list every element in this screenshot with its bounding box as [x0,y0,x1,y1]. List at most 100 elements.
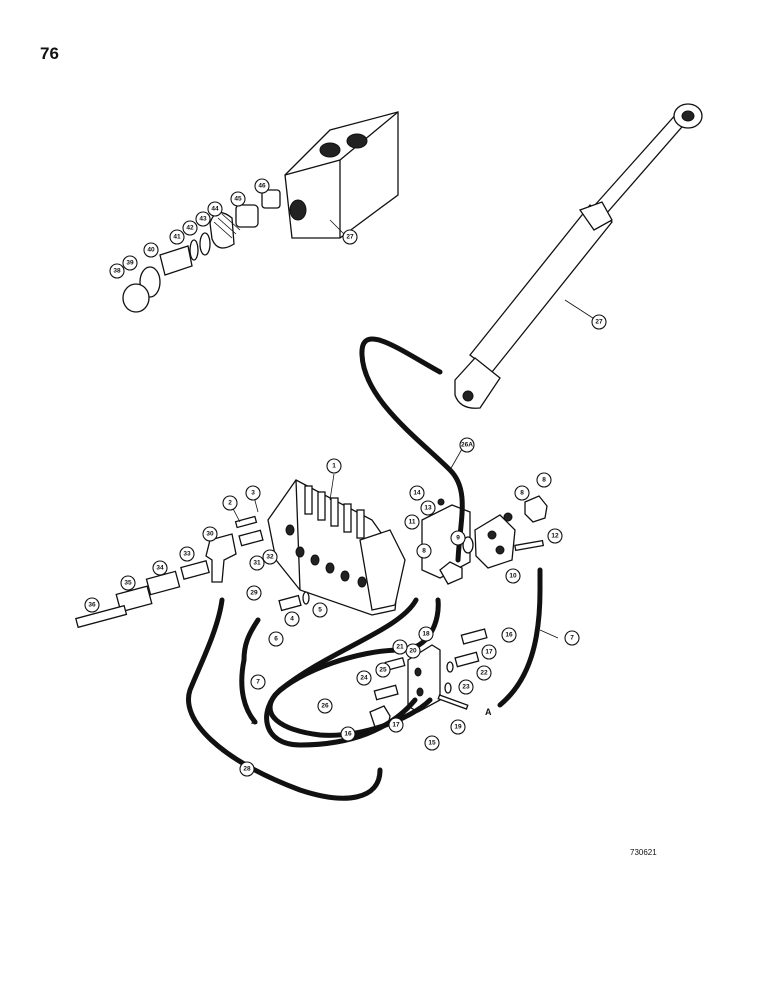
callout-21: 21 [392,639,408,655]
callout-15: 15 [424,735,440,751]
callout-36: 36 [84,597,100,613]
callout-label: 3 [251,490,255,497]
callout-33: 33 [179,546,195,562]
callout-8a: 8 [536,472,552,488]
callout-41: 41 [169,229,185,245]
callout-label: 21 [396,644,404,651]
callout-27b: 27 [591,314,607,330]
callout-5: 5 [312,602,328,618]
callout-23: 23 [458,679,474,695]
callout-11: 11 [404,514,420,530]
callout-31: 31 [249,555,265,571]
callout-38: 38 [109,263,125,279]
callout-29: 29 [246,585,262,601]
callout-22: 22 [476,665,492,681]
callout-10: 10 [505,568,521,584]
callout-label: 10 [509,573,517,580]
callout-13: 13 [420,500,436,516]
callout-12: 12 [547,528,563,544]
relief-valve-with-plate [421,495,548,585]
callout-label: 8 [542,477,546,484]
callout-label: 24 [360,675,368,682]
callout-4: 4 [284,611,300,627]
callout-label: 20 [409,648,417,655]
callout-28: 28 [239,761,255,777]
callout-14: 14 [409,485,425,501]
callout-label: 16 [344,731,352,738]
callout-8b: 8 [514,485,530,501]
callout-17a: 17 [481,644,497,660]
callout-label: 7 [256,679,260,686]
callout-label: 32 [266,554,274,561]
callout-8c: 8 [416,543,432,559]
callout-label: 6 [274,636,278,643]
callout-label: 28 [243,766,251,773]
callout-label: 33 [183,551,191,558]
callout-label: 17 [392,722,400,729]
callout-2: 2 [222,495,238,511]
callout-26: 26 [317,698,333,714]
callout-label: 5 [318,607,322,614]
callout-19: 19 [450,719,466,735]
callout-label: 22 [480,670,488,677]
callout-label: 9 [456,535,460,542]
callout-label: 16 [505,632,513,639]
callout-7a: 7 [250,674,266,690]
callout-6: 6 [268,631,284,647]
callout-35: 35 [120,575,136,591]
callout-label: 14 [413,490,421,497]
callout-30: 30 [202,526,218,542]
callout-label: 34 [156,565,164,572]
callout-27a: 27 [342,229,358,245]
callout-label: 19 [454,724,462,731]
callout-label: 40 [147,247,155,254]
callout-label: 42 [186,225,194,232]
control-valve-bank [75,479,406,629]
callout-45: 45 [230,191,246,207]
callout-44: 44 [207,201,223,217]
callout-label: 31 [253,560,261,567]
callout-26a: 26A [459,437,475,453]
callout-7b: 7 [564,630,580,646]
callout-label: 46 [258,183,266,190]
valve-block-assembly [122,111,399,313]
callout-42: 42 [182,220,198,236]
callout-label: 12 [551,533,559,540]
callout-label: 23 [462,684,470,691]
callout-3: 3 [245,485,261,501]
callout-17b: 17 [388,717,404,733]
callout-16b: 16 [340,726,356,742]
callout-40: 40 [143,242,159,258]
callout-label: 39 [126,260,134,267]
callout-label: 1 [332,463,336,470]
callout-16a: 16 [501,627,517,643]
callout-39: 39 [122,255,138,271]
callout-20: 20 [405,643,421,659]
callout-label: 17 [485,649,493,656]
callout-25: 25 [375,662,391,678]
callout-label: 8 [422,548,426,555]
callout-label: 7 [570,635,574,642]
callout-label: 36 [88,602,96,609]
callout-label: 45 [234,196,242,203]
callout-label: 29 [250,590,258,597]
connection-tags: A A [251,707,492,726]
callout-18: 18 [418,626,434,642]
callout-label: 30 [206,531,214,538]
callout-label: 26A [461,442,473,449]
callout-label: 27 [346,234,354,241]
connection-tag-a-left: A [251,716,258,726]
callout-24: 24 [356,670,372,686]
callout-label: 11 [409,519,416,526]
callout-label: 43 [199,216,207,223]
callout-label: 8 [520,490,524,497]
callout-label: 38 [113,268,121,275]
callout-label: 13 [424,505,432,512]
callout-label: 25 [379,667,387,674]
lower-manifold [369,628,488,731]
callout-label: 41 [173,234,181,241]
connection-tag-a-right: A [485,707,492,717]
drawing-code: 730621 [630,848,657,857]
callout-32: 32 [262,549,278,565]
